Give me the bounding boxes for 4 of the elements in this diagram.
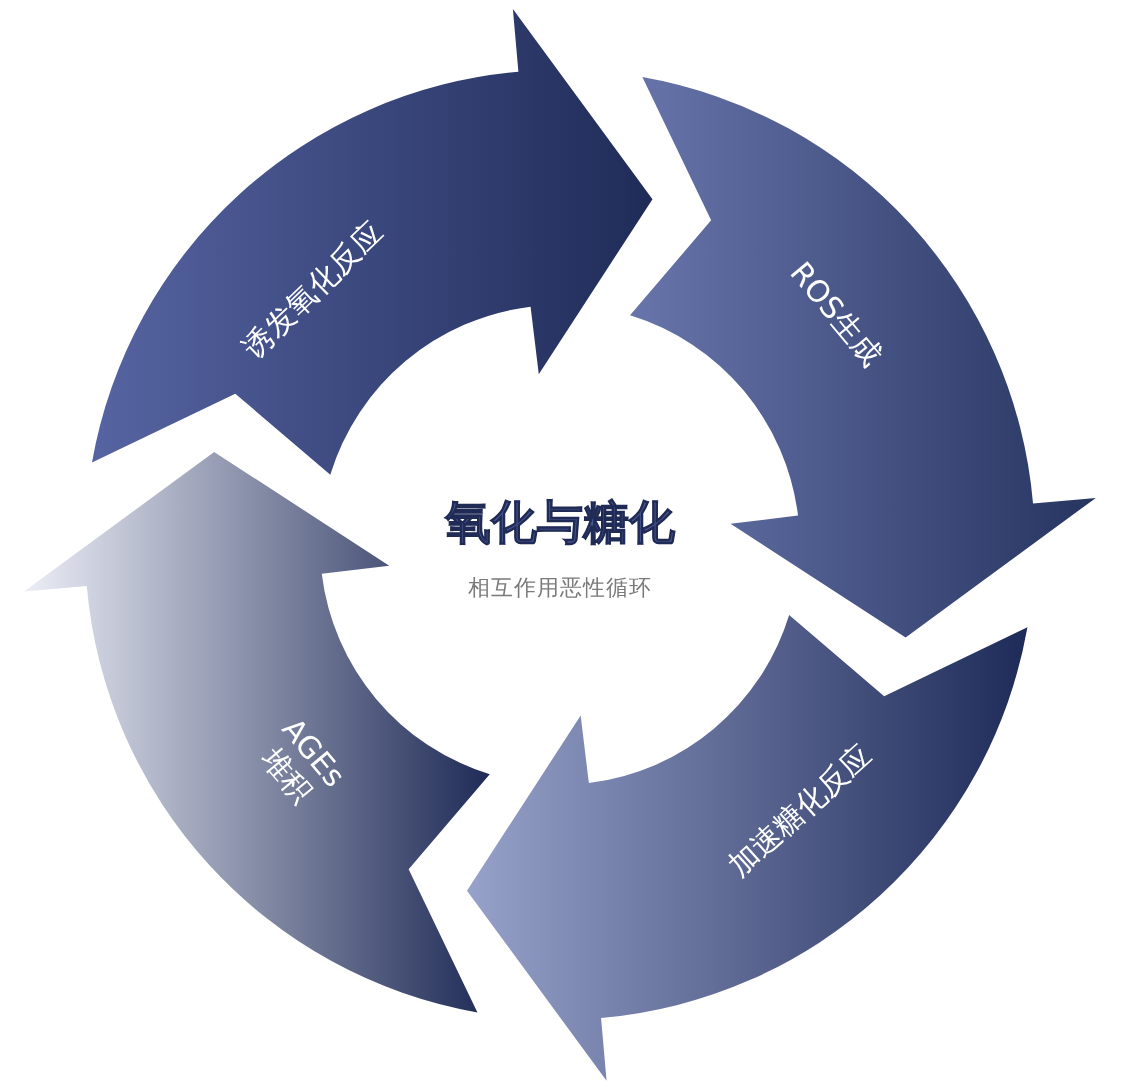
- subtitle: 相互作用恶性循环: [468, 574, 652, 602]
- title: 氧化与糖化: [445, 494, 675, 551]
- arrow-label: 加速糖化反应: [721, 738, 878, 885]
- arrow-label: 诱发氧化反应: [236, 214, 391, 365]
